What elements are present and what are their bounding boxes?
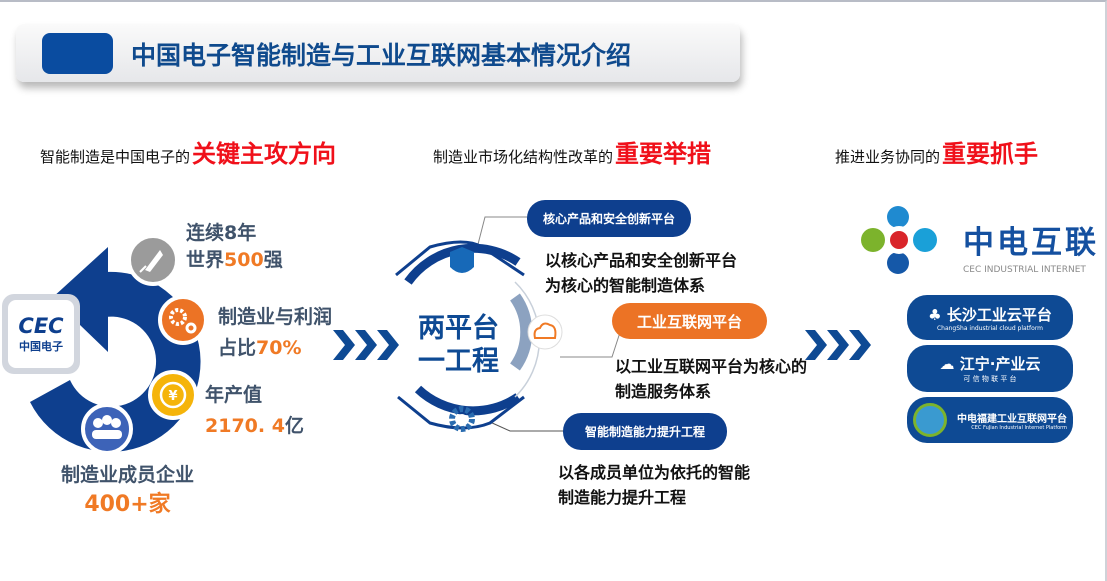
stat-value: 70% bbox=[256, 337, 302, 359]
stat-profit: 制造业与利润占比70% bbox=[218, 302, 332, 364]
subheading-1: 智能制造是中国电子的关键主攻方向 bbox=[40, 134, 336, 169]
chevrons-icon bbox=[805, 330, 871, 360]
pill-industrial-internet: 工业互联网平台 bbox=[612, 303, 767, 339]
shield-icon bbox=[450, 247, 474, 273]
title-bar: 中国电子智能制造与工业互联网基本情况介绍 bbox=[16, 24, 740, 82]
stat-output: 年产值 2170. 4亿 bbox=[205, 380, 304, 442]
stat-value: 2170. 4 bbox=[205, 415, 285, 437]
cec-industrial-internet-logo-icon bbox=[861, 206, 937, 274]
desc-capability-project: 以各成员单位为依托的智能制造能力提升工程 bbox=[558, 463, 751, 507]
subheading-highlight: 重要举措 bbox=[615, 140, 712, 168]
pill-core-platform: 核心产品和安全创新平台 bbox=[527, 200, 691, 237]
stat-suffix: 家 bbox=[148, 492, 171, 517]
desc-core-platform: 以核心产品和安全创新平台为核心的智能制造体系 bbox=[545, 251, 738, 295]
subheading-text: 推进业务协同的 bbox=[835, 148, 941, 166]
subheading-3: 推进业务协同的重要抓手 bbox=[835, 134, 1038, 169]
stat-prefix: 世界 bbox=[186, 249, 225, 271]
subheading-2: 制造业市场化结构性改革的重要举措 bbox=[433, 134, 711, 169]
two-platforms-graphic bbox=[395, 216, 626, 432]
subheading-text: 智能制造是中国电子的 bbox=[40, 148, 191, 166]
stat-label: 制造业与利润 bbox=[218, 306, 333, 328]
people-icon bbox=[81, 403, 133, 455]
logo-en: CEC bbox=[18, 314, 64, 338]
gear-logo-icon bbox=[913, 403, 947, 437]
yen-coin-icon: ¥ bbox=[148, 370, 198, 420]
platform-sub: ChangSha industrial cloud platform bbox=[936, 324, 1044, 332]
platform-name: 江宁·产业云 bbox=[959, 355, 1041, 373]
desc-industrial-internet: 以工业互联网平台为核心的制造服务体系 bbox=[615, 357, 808, 401]
stat-members: 制造业成员企业 400+家 bbox=[50, 460, 205, 520]
rocket-icon bbox=[127, 234, 179, 286]
cec-logo: CEC 中国电子 bbox=[2, 294, 80, 374]
stat-value: 500 bbox=[224, 249, 264, 271]
stat-label: 制造业成员企业 bbox=[60, 464, 194, 486]
chevrons-icon bbox=[333, 330, 399, 360]
cec-ii-logo-en: CEC INDUSTRIAL INTERNET bbox=[963, 265, 1086, 275]
subheading-highlight: 关键主攻方向 bbox=[192, 140, 337, 168]
svg-text:¥: ¥ bbox=[168, 389, 177, 404]
stat-value: 400+ bbox=[84, 492, 149, 517]
two-platforms-title: 两平台一工程 bbox=[418, 312, 499, 378]
gears-icon bbox=[158, 295, 208, 345]
subheading-text: 制造业市场化结构性改革的 bbox=[433, 148, 614, 166]
platform-jiangning: ☁ 江宁·产业云可 信 物 联 平 台 bbox=[907, 345, 1073, 392]
page-title: 中国电子智能制造与工业互联网基本情况介绍 bbox=[131, 41, 632, 70]
subheading-highlight: 重要抓手 bbox=[942, 140, 1039, 168]
platform-name: 长沙工业云平台 bbox=[946, 305, 1052, 324]
stat-suffix: 亿 bbox=[284, 415, 304, 437]
platform-name: 中电福建工业互联网平台 bbox=[957, 413, 1067, 425]
platform-sub: 可 信 物 联 平 台 bbox=[963, 375, 1017, 383]
cloud-icon bbox=[527, 314, 563, 350]
gear-icon bbox=[449, 406, 475, 432]
title-square bbox=[42, 33, 113, 74]
logo-cn: 中国电子 bbox=[19, 340, 63, 353]
cloud-icon: ☁ bbox=[939, 355, 960, 373]
stat-label: 年产值 bbox=[205, 384, 263, 406]
stat-prefix: 占比 bbox=[218, 337, 257, 359]
tree-icon: ♣ bbox=[928, 305, 947, 324]
stat-fortune500: 连续8年世界500强 bbox=[186, 218, 283, 272]
cycle-ring-graphic: ¥ bbox=[30, 234, 208, 455]
platform-sub: CEC FuJian Industrial Internet Platform bbox=[971, 424, 1067, 431]
center-line-2: 一工程 bbox=[418, 346, 499, 377]
pill-capability-project: 智能制造能力提升工程 bbox=[563, 413, 727, 450]
stat-label: 连续8年 bbox=[186, 222, 257, 244]
cec-ii-logo-cn: 中电互联 bbox=[963, 225, 1099, 261]
stat-suffix: 强 bbox=[263, 249, 283, 271]
center-line-1: 两平台 bbox=[418, 313, 499, 344]
ring-arrowhead bbox=[52, 247, 108, 352]
